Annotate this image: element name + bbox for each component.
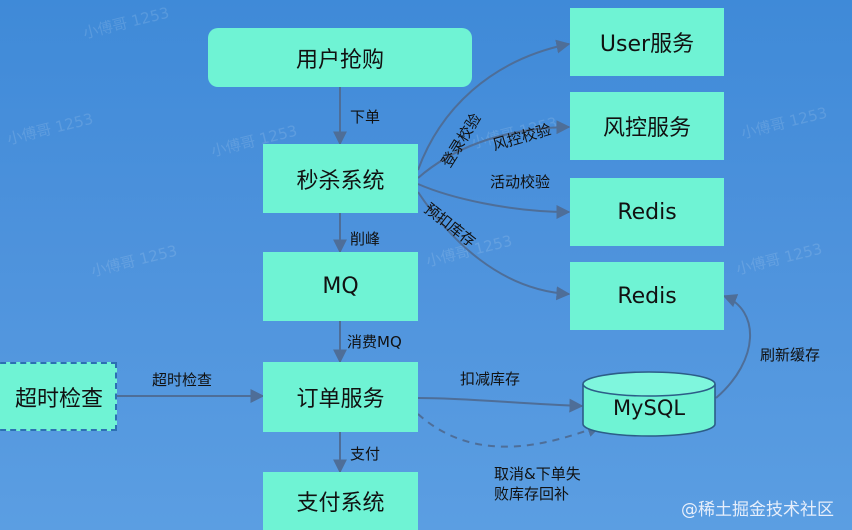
arrow-rollback [417, 413, 602, 448]
arrow-activity-check [417, 183, 571, 219]
timeout-check-node: 超时检查 [0, 362, 117, 431]
label-place-order: 下单 [350, 108, 381, 126]
arrow-refresh-cache [715, 294, 752, 399]
label-timeout-check: 超时检查 [152, 371, 213, 389]
payment-system-node: 支付系统 [263, 472, 418, 530]
label-deduct-stock: 扣减库存 [460, 370, 521, 388]
label-activity-check: 活动校验 [490, 173, 551, 191]
arrow-deduct-stock [417, 397, 584, 413]
label-payment: 支付 [350, 445, 381, 463]
label-rollback-line2: 败库存回补 [494, 485, 570, 503]
site-credit: @稀土掘金技术社区 [681, 500, 834, 520]
label-consume-mq: 消费MQ [347, 333, 402, 351]
arrow-pre-deduct [417, 191, 571, 301]
risk-service-node: 风控服务 [570, 92, 724, 160]
mysql-cylinder [582, 371, 716, 437]
label-peak-shaving: 削峰 [350, 230, 381, 248]
order-service-node: 订单服务 [263, 362, 418, 432]
seckill-system-node: 秒杀系统 [263, 144, 418, 213]
label-rollback-line1: 取消&下单失 [494, 465, 581, 483]
user-buy-node: 用户抢购 [208, 28, 472, 87]
mysql-node: MySQL [612, 396, 686, 420]
redis-node-1: Redis [570, 178, 724, 246]
label-refresh-cache: 刷新缓存 [760, 346, 821, 364]
redis-node-2: Redis [570, 262, 724, 330]
arrow-login-check [417, 39, 571, 171]
user-service-node: User服务 [570, 8, 724, 76]
mq-node: MQ [263, 252, 418, 321]
arrow-risk-check [417, 120, 571, 179]
